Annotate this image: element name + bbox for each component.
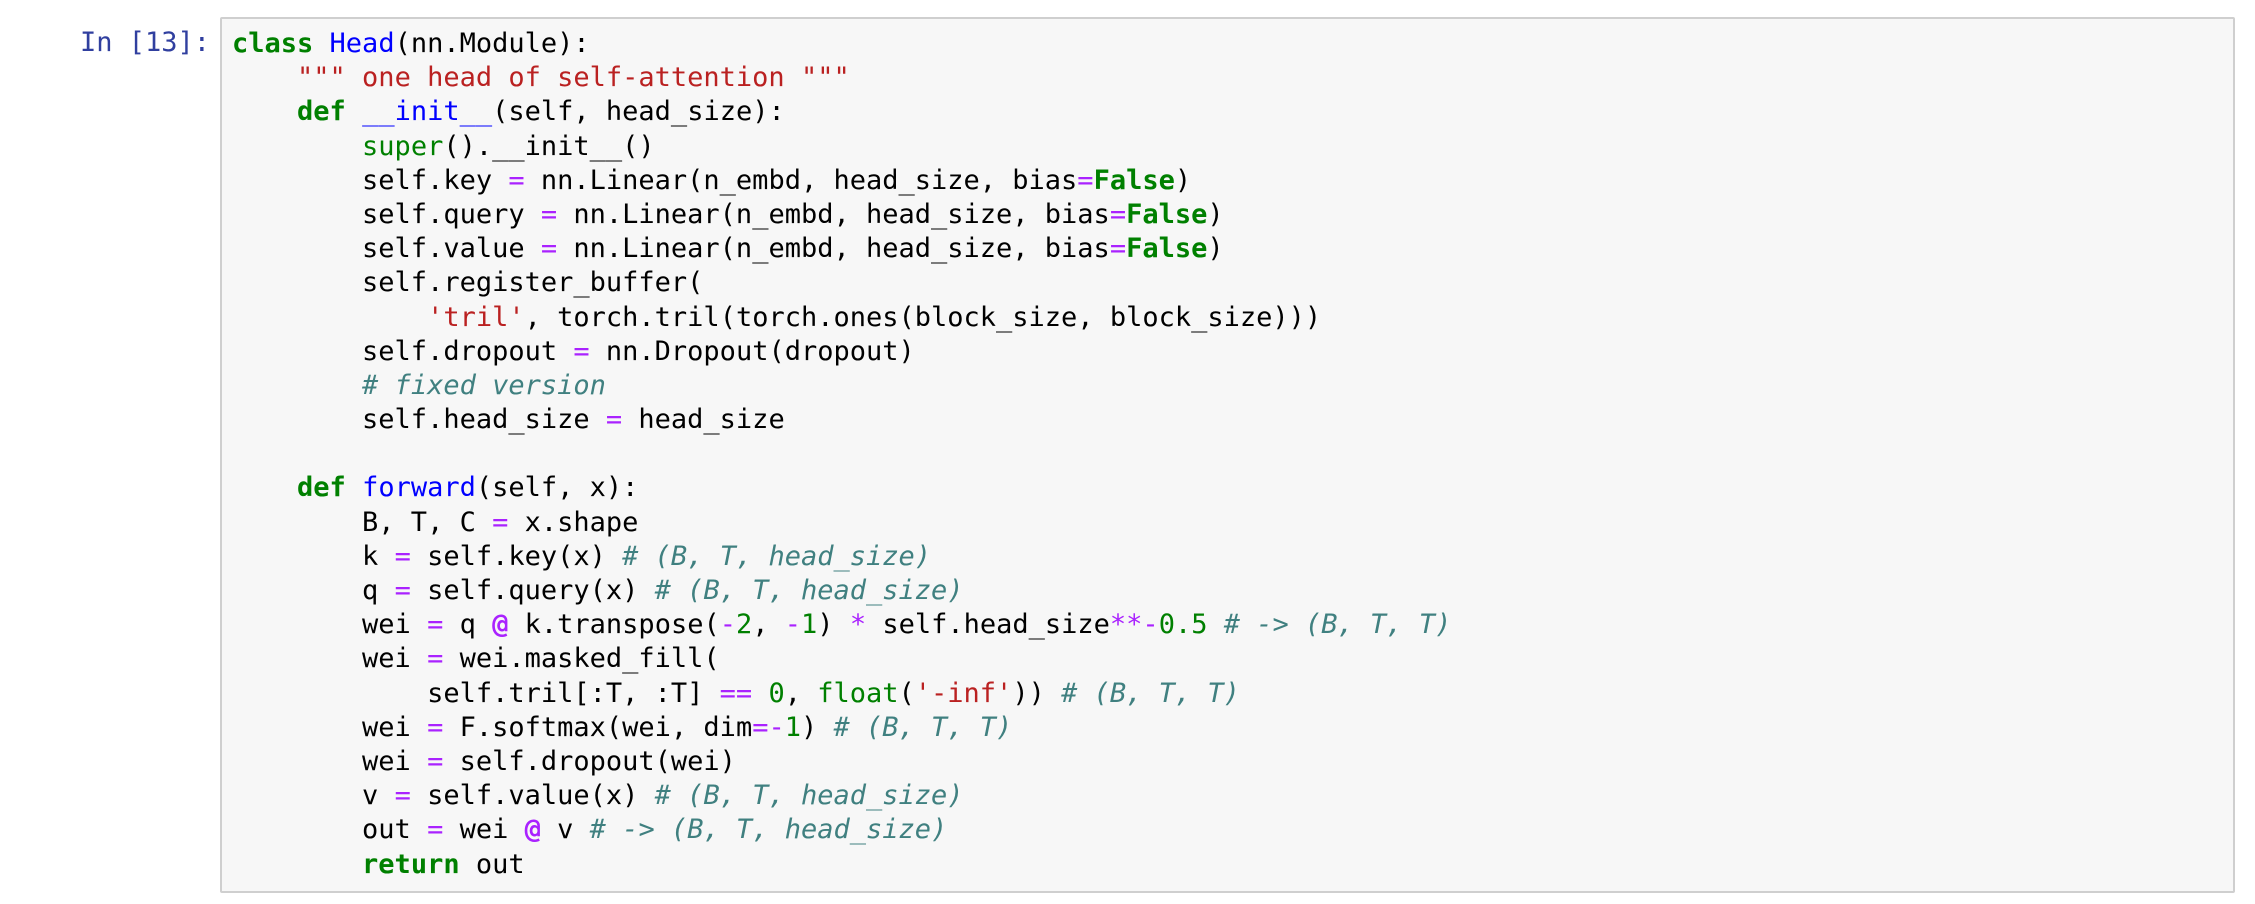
code-line: wei = self.dropout(wei) (232, 745, 736, 777)
code-line: self.key = nn.Linear(n_embd, head_size, … (232, 164, 1192, 196)
code-line: self.query = nn.Linear(n_embd, head_size… (232, 198, 1224, 230)
code-line: v = self.value(x) # (B, T, head_size) (232, 780, 964, 812)
code-line: self.value = nn.Linear(n_embd, head_size… (232, 233, 1224, 265)
code-line: """ one head of self-attention """ (297, 62, 850, 94)
code-line: def forward(self, x): (297, 472, 639, 504)
code-line: # fixed version (362, 369, 606, 401)
input-prompt: In [13]: (79, 27, 210, 58)
code-line: out = wei @ v # -> (B, T, head_size) (232, 814, 948, 846)
code-block[interactable]: class Head(nn.Module): """ one head of s… (232, 27, 1451, 882)
code-line: B, T, C = x.shape (232, 506, 639, 538)
code-line: return out (362, 848, 525, 880)
code-line: wei = wei.masked_fill( (232, 643, 720, 675)
code-line: def __init__(self, head_size): (297, 96, 785, 128)
code-line: wei = F.softmax(wei, dim=-1) # (B, T, T) (232, 711, 1013, 743)
code-line: self.head_size = head_size (232, 404, 785, 436)
code-line: 'tril', torch.tril(torch.ones(block_size… (427, 301, 1322, 333)
code-line: q = self.query(x) # (B, T, head_size) (232, 575, 964, 606)
code-line: k = self.key(x) # (B, T, head_size) (232, 540, 932, 572)
code-editor[interactable]: class Head(nn.Module): """ one head of s… (220, 17, 2235, 893)
code-line: self.tril[:T, :T] == 0, float('-inf')) #… (232, 677, 1240, 709)
code-line: ​ (232, 437, 1451, 471)
code-line: self.dropout = nn.Dropout(dropout) (232, 335, 915, 367)
code-line: self.register_buffer( (232, 267, 704, 299)
code-line: class Head(nn.Module): (232, 28, 590, 59)
code-line: wei = q @ k.transpose(-2, -1) * self.hea… (232, 609, 1452, 641)
code-line: super().__init__() (362, 130, 655, 162)
